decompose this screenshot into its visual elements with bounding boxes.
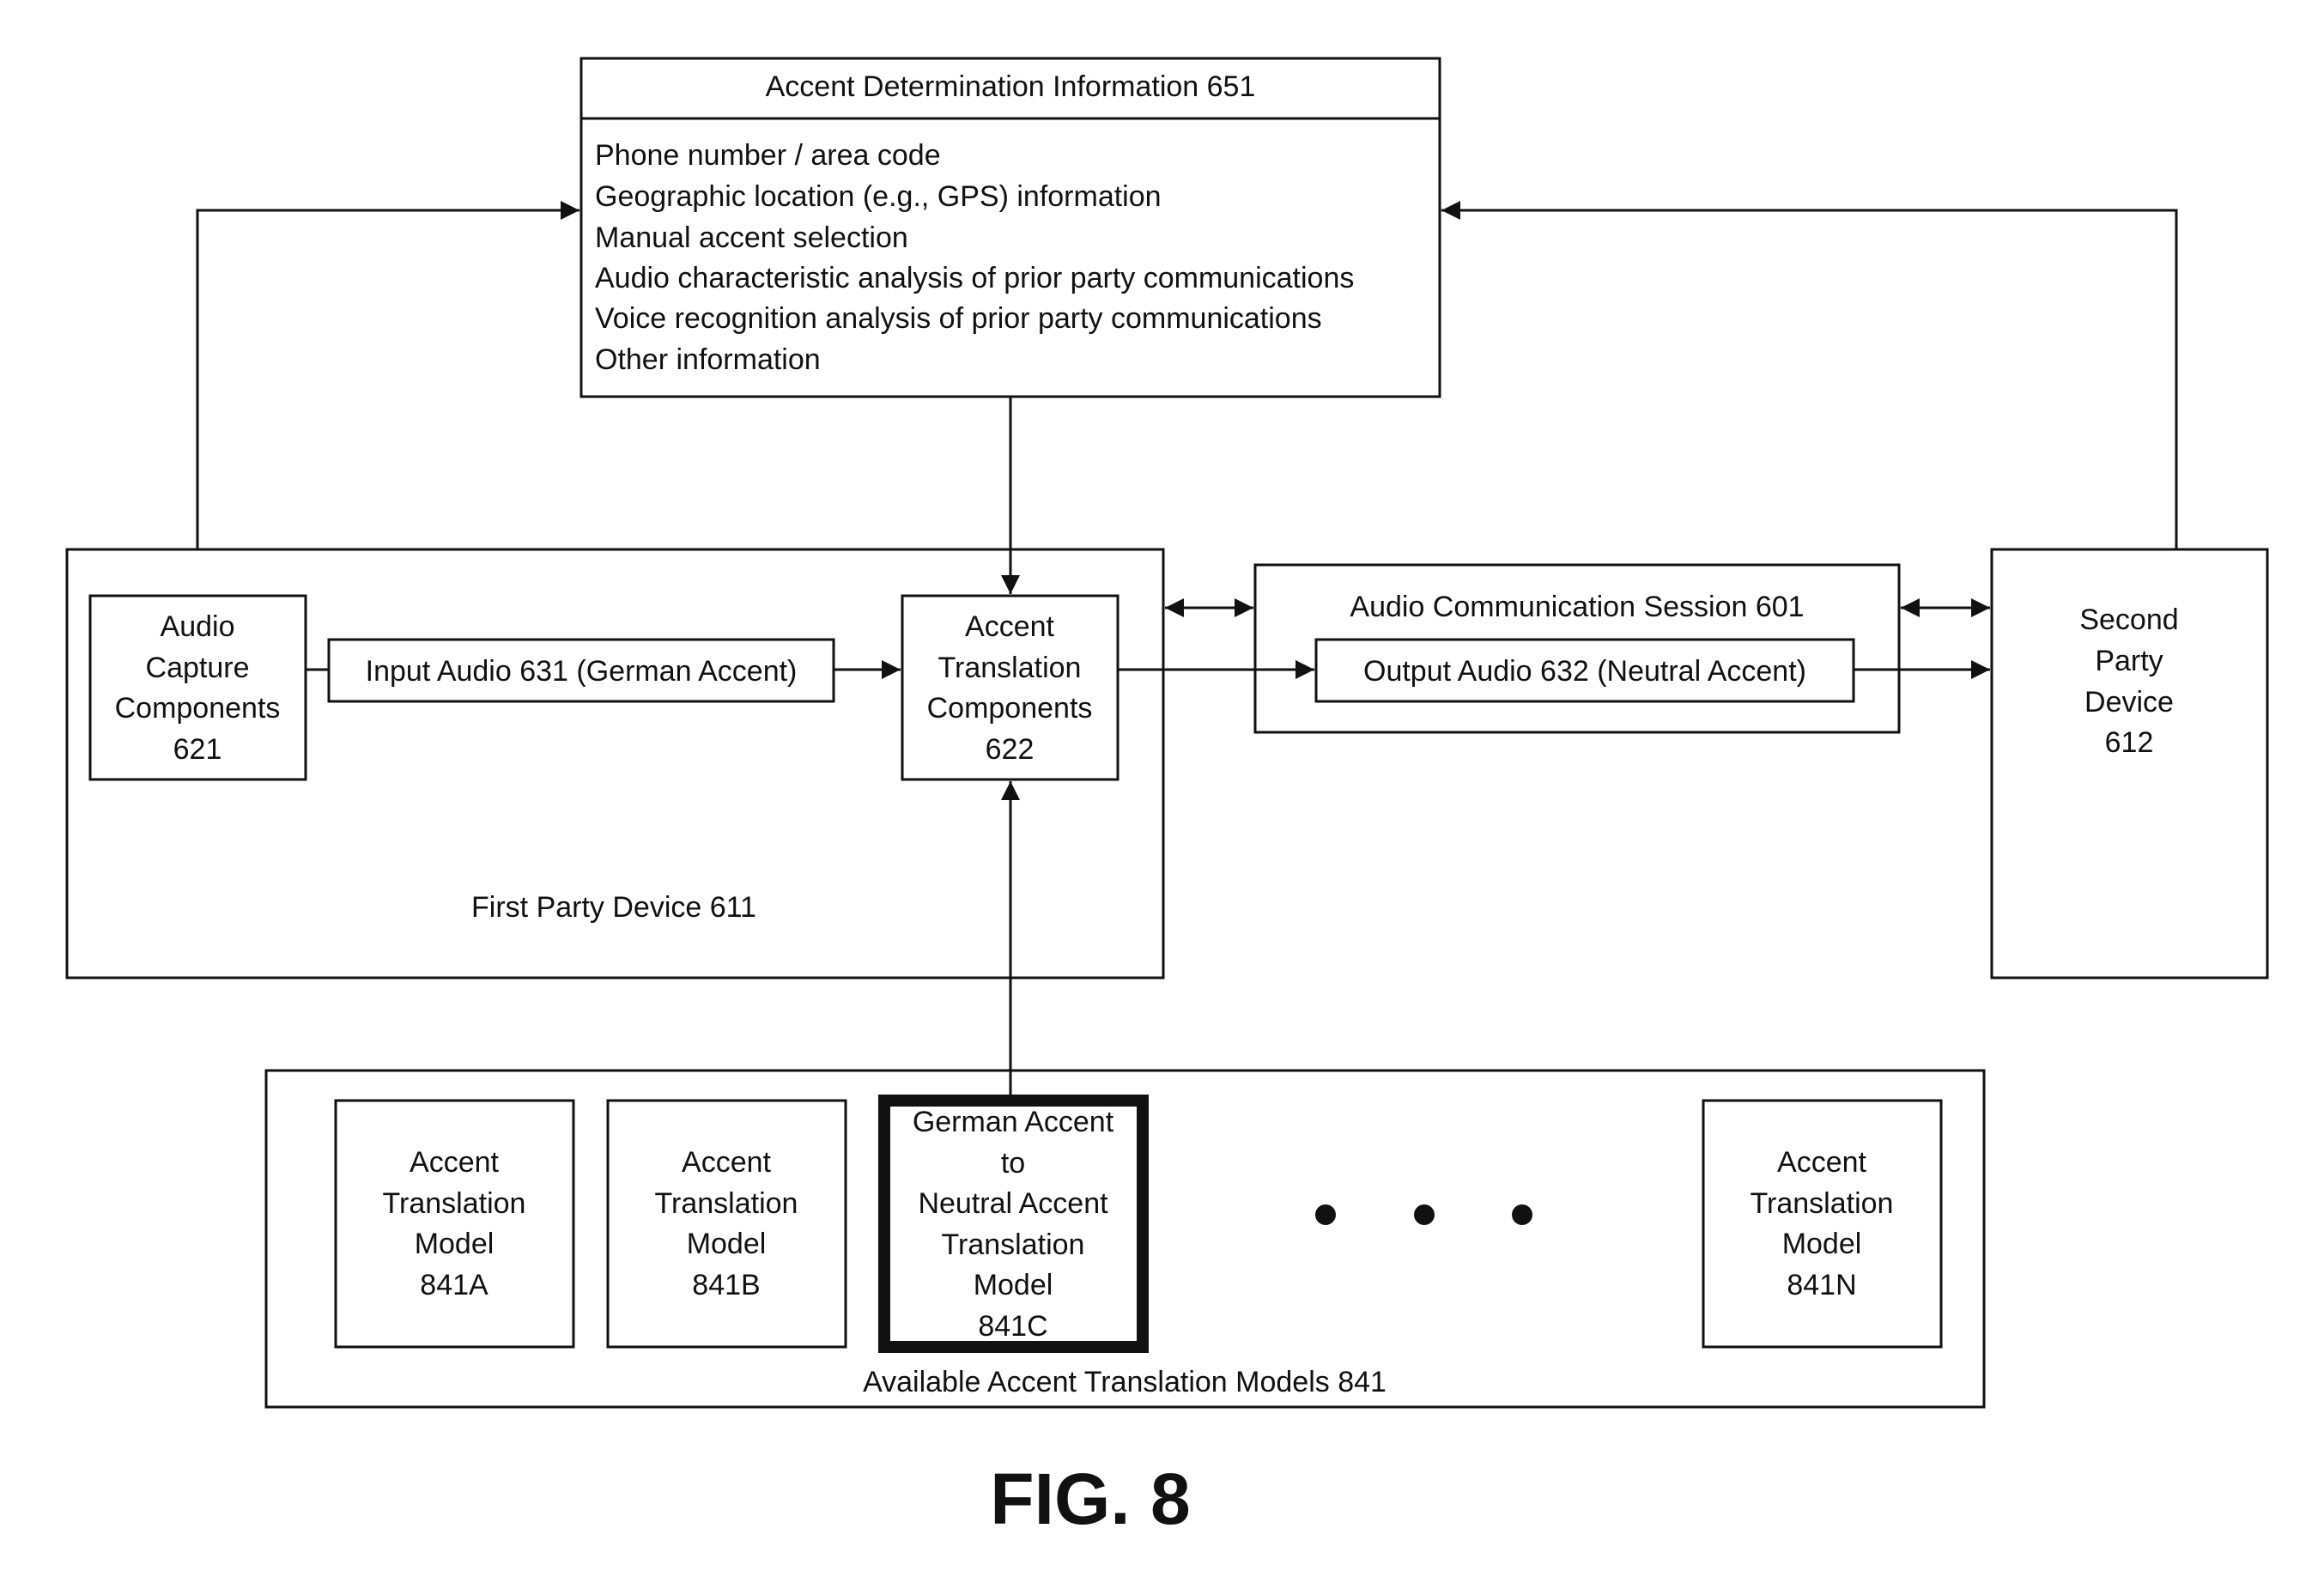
input-audio-box: Input Audio 631 (German Accent) xyxy=(329,640,834,701)
model-841c-line: German Accent xyxy=(913,1106,1114,1138)
model-841c-line: Translation xyxy=(942,1228,1085,1261)
accent-translation-components-box: Accent Translation Components 622 xyxy=(902,596,1118,779)
model-841n-line: Accent xyxy=(1777,1146,1866,1179)
model-841a-line: Translation xyxy=(383,1187,526,1220)
model-841c-line: 841C xyxy=(978,1310,1047,1343)
session-title: Audio Communication Session 601 xyxy=(1350,591,1804,623)
info-item-phone: Phone number / area code xyxy=(595,139,941,172)
model-841a-box: Accent Translation Model 841A xyxy=(336,1101,573,1347)
audio-capture-line: Components xyxy=(115,692,281,725)
translation-components-line: Components xyxy=(927,692,1093,725)
available-models-label: Available Accent Translation Models 841 xyxy=(863,1366,1387,1398)
model-841b-line: Accent xyxy=(682,1146,771,1179)
model-841c-line: Neutral Accent xyxy=(918,1187,1108,1220)
capture-to-determination-arrow xyxy=(197,210,579,549)
second-party-line: 612 xyxy=(2105,726,2154,759)
info-item-location: Geographic location (e.g., GPS) informat… xyxy=(595,180,1162,213)
translation-components-line: Accent xyxy=(965,610,1054,643)
model-841n-line: 841N xyxy=(1787,1269,1856,1301)
info-item-voice-recognition: Voice recognition analysis of prior part… xyxy=(595,302,1322,335)
info-item-manual: Manual accent selection xyxy=(595,221,908,254)
audio-capture-components-box: Audio Capture Components 621 xyxy=(90,596,306,779)
figure-label: FIG. 8 xyxy=(990,1459,1190,1539)
input-audio-label: Input Audio 631 (German Accent) xyxy=(366,655,798,688)
accent-determination-title: Accent Determination Information 651 xyxy=(766,70,1256,103)
model-841c-box-selected: German Accent to Neutral Accent Translat… xyxy=(884,1101,1143,1347)
audio-capture-line: 621 xyxy=(173,733,222,766)
model-841b-box: Accent Translation Model 841B xyxy=(608,1101,846,1347)
translation-components-line: Translation xyxy=(938,652,1082,684)
second-party-line: Device xyxy=(2084,686,2174,719)
model-841b-line: Translation xyxy=(655,1187,798,1220)
first-party-device-label: First Party Device 611 xyxy=(471,891,756,924)
model-841n-line: Translation xyxy=(1751,1187,1894,1220)
info-item-audio-analysis: Audio characteristic analysis of prior p… xyxy=(595,262,1354,294)
second-party-to-determination-arrow xyxy=(1441,210,2176,549)
audio-capture-line: Capture xyxy=(146,652,250,684)
second-party-line: Second xyxy=(2079,604,2178,636)
audio-communication-session-box: Audio Communication Session 601 Output A… xyxy=(1255,565,1899,732)
model-841c-line: Model xyxy=(974,1269,1053,1301)
model-841b-line: Model xyxy=(687,1228,767,1260)
model-841c-line: to xyxy=(1001,1147,1025,1180)
second-party-device-box: Second Party Device 612 xyxy=(1992,549,2267,978)
model-841n-box: Accent Translation Model 841N xyxy=(1703,1101,1941,1347)
model-841a-line: Accent xyxy=(410,1146,499,1179)
model-841n-line: Model xyxy=(1782,1228,1862,1260)
model-841b-line: 841B xyxy=(692,1269,760,1301)
second-party-line: Party xyxy=(2095,645,2163,677)
model-841a-line: Model xyxy=(415,1228,495,1260)
audio-capture-line: Audio xyxy=(161,610,235,643)
output-audio-label: Output Audio 632 (Neutral Accent) xyxy=(1363,655,1806,688)
accent-determination-box: Accent Determination Information 651 Pho… xyxy=(581,58,1440,397)
translation-components-line: 622 xyxy=(986,733,1035,766)
info-item-other: Other information xyxy=(595,343,821,376)
model-841a-line: 841A xyxy=(420,1269,488,1301)
